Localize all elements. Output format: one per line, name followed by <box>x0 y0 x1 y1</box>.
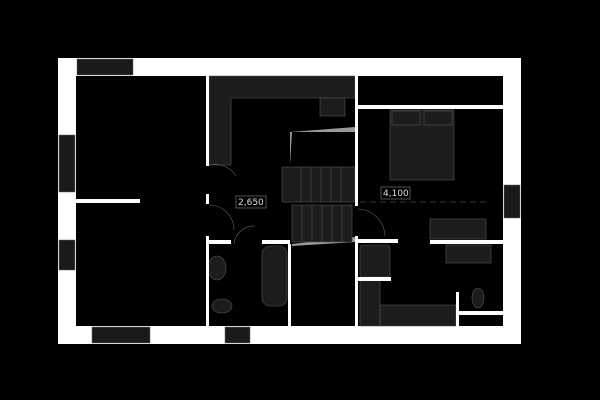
kitchen-counter <box>208 75 356 166</box>
dimension-text: 2,650 <box>238 198 264 208</box>
dimension-label-1: 2,650 <box>235 195 267 209</box>
furniture <box>207 75 492 327</box>
toilet-1 <box>211 298 233 314</box>
dimension-label-2: 4,100 <box>380 186 411 200</box>
pillow-1 <box>391 110 421 126</box>
desk-chair <box>319 97 346 117</box>
pillow-2 <box>423 110 453 126</box>
bathtub <box>261 245 288 307</box>
door-swings <box>208 164 490 245</box>
window-bottom-1 <box>91 326 151 344</box>
dresser <box>429 218 487 240</box>
sink-oval <box>207 255 227 281</box>
shower <box>359 244 391 278</box>
window-left-1 <box>58 134 76 193</box>
staircase <box>281 127 356 246</box>
wardrobe <box>379 304 457 327</box>
window-right <box>503 184 521 219</box>
dimension-text: 4,100 <box>383 189 409 199</box>
closet <box>359 279 381 327</box>
window-left-2 <box>58 239 76 271</box>
double-vanity <box>445 244 492 264</box>
windows <box>58 58 521 344</box>
interior-walls <box>76 76 503 326</box>
window-top <box>76 58 134 76</box>
window-bottom-2 <box>224 326 251 344</box>
toilet-2 <box>471 287 485 309</box>
